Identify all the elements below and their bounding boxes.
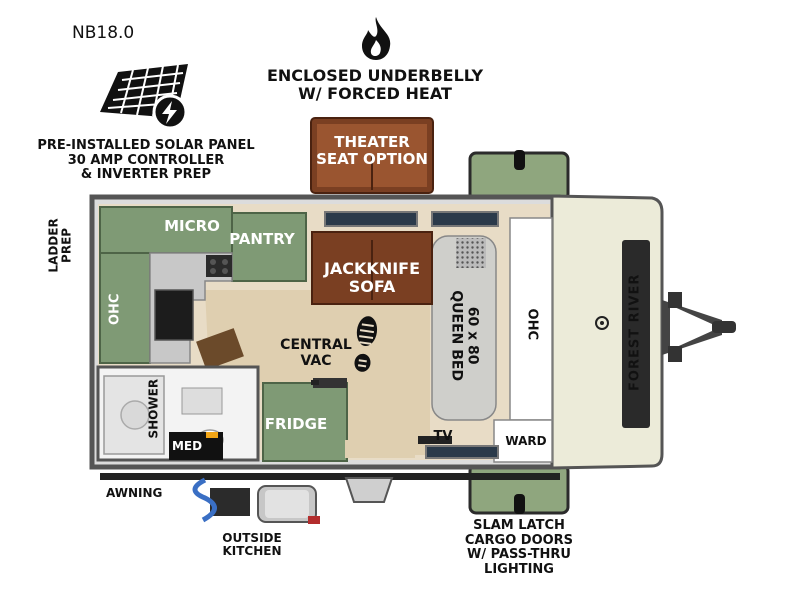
tv: [418, 436, 452, 444]
vac-line-1: CENTRAL: [280, 337, 352, 353]
solar-line-2: 30 AMP CONTROLLER: [67, 152, 225, 168]
cooktop: [206, 255, 232, 277]
sofa-label: JACKKNIFE SOFA: [312, 260, 432, 296]
model-number: NB18.0: [72, 23, 135, 43]
ladder-prep-label: LADDER PREP: [46, 210, 75, 280]
sofa-line-2: SOFA: [348, 276, 396, 296]
awning-label: AWNING: [106, 486, 163, 500]
ohc-right-label: OHC: [524, 308, 540, 341]
outside-kitchen-label: OUTSIDE KITCHEN: [212, 531, 292, 559]
brand-label: FOREST RIVER: [627, 273, 643, 391]
ohc-left-cabinet: [99, 252, 151, 364]
sofa-line-1: JACKKNIFE: [323, 259, 421, 278]
pantry-cabinet: [231, 212, 307, 282]
solar-panel-icon: [100, 64, 188, 130]
cargo-line-2: CARGO DOORS: [464, 532, 574, 548]
hitch: [662, 292, 736, 362]
queen-bed-label: 60 x 80 QUEEN BED: [448, 286, 481, 386]
ward-label: WARD: [505, 434, 547, 448]
theater-seat-label: THEATER SEAT OPTION: [311, 134, 433, 168]
micro-cabinet: [99, 206, 233, 254]
central-vac-label: CENTRAL VAC: [278, 337, 354, 369]
theater-line-2: SEAT OPTION: [316, 149, 428, 168]
bed-line-1: 60 x 80: [464, 306, 481, 365]
solar-line-3: & INVERTER PREP: [80, 167, 212, 183]
solar-feature-label: PRE-INSTALLED SOLAR PANEL 30 AMP CONTROL…: [30, 138, 262, 183]
bed-line-2: QUEEN BED: [449, 290, 465, 382]
fridge-cabinet: [262, 382, 348, 462]
ladder-line-1: LADDER: [46, 218, 61, 273]
underbelly-line-2: W/ FORCED HEAT: [298, 83, 452, 103]
ladder-line-2: PREP: [60, 227, 74, 263]
cargo-line-1: SLAM LATCH: [473, 518, 565, 533]
solar-line-1: PRE-INSTALLED SOLAR PANEL: [37, 138, 255, 153]
med-label: MED: [171, 439, 203, 453]
outside-kitchen: [192, 477, 394, 524]
vac-outlet: [311, 380, 319, 385]
pantry-label: PANTRY: [229, 230, 295, 248]
underbelly-line-1: ENCLOSED UNDERBELLY: [266, 66, 484, 85]
theater-line-1: THEATER: [334, 133, 410, 151]
theater-seat: [310, 117, 434, 194]
kitchen-line-1: OUTSIDE: [222, 531, 282, 545]
queen-bed: [431, 235, 497, 421]
wardrobe: [493, 419, 553, 463]
cargo-doors-label: SLAM LATCH CARGO DOORS W/ PASS-THRU LIGH…: [446, 518, 592, 577]
ohc-left-label: OHC: [107, 293, 123, 326]
awning: [100, 473, 560, 480]
fridge-label: FRIDGE: [264, 415, 328, 433]
kitchen-line-2: KITCHEN: [222, 544, 282, 559]
micro-label: MICRO: [164, 217, 220, 235]
underbelly-feature-label: ENCLOSED UNDERBELLY W/ FORCED HEAT: [252, 67, 498, 103]
footprint-icon: [354, 316, 378, 372]
cargo-line-4: LIGHTING: [484, 561, 554, 577]
sink: [154, 289, 194, 341]
shower-label: SHOWER: [146, 378, 161, 439]
flame-icon: [362, 17, 391, 60]
tv-label: TV: [433, 429, 453, 444]
vac-line-2: VAC: [300, 352, 332, 369]
cargo-line-3: W/ PASS-THRU: [467, 547, 571, 563]
